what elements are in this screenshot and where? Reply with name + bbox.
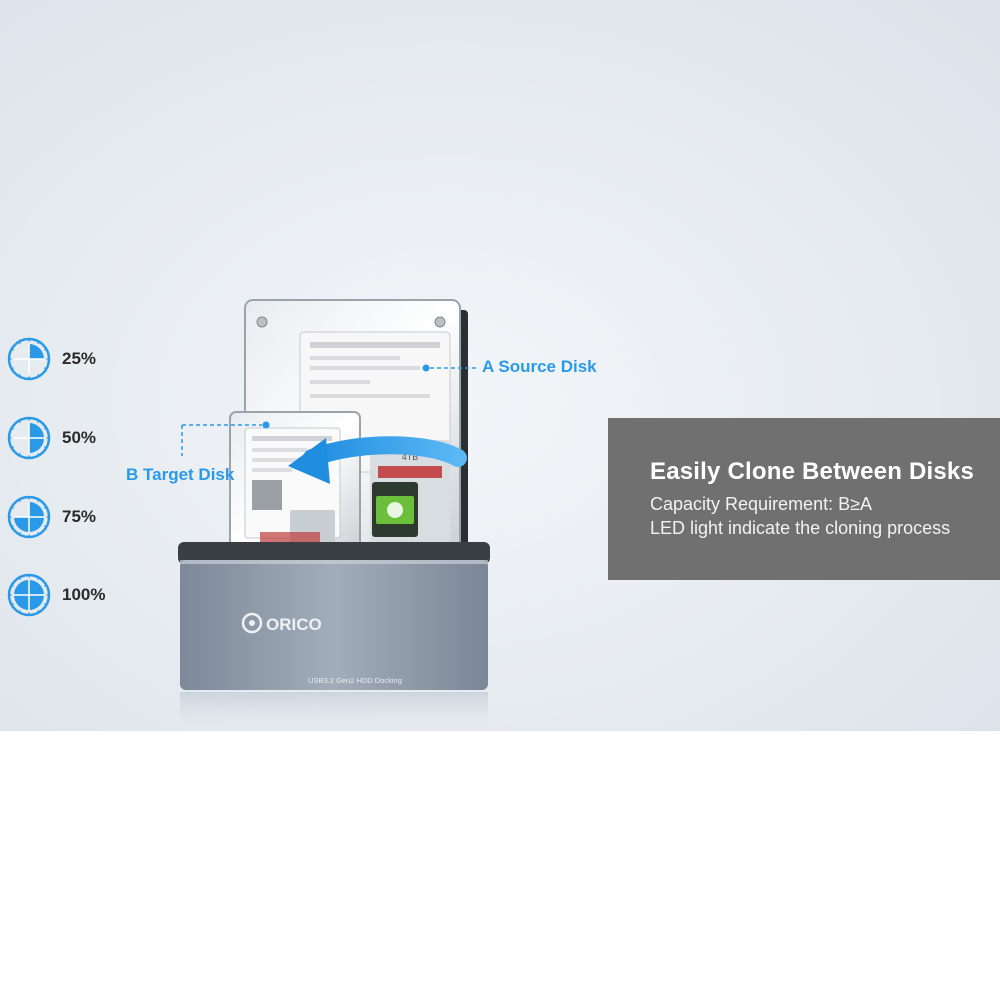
clock-progress-icon: [7, 495, 51, 539]
dock-model: USB3.2 Gen2 HDD Docking: [308, 676, 402, 685]
progress-item-50: 50%: [6, 414, 166, 462]
dock-body: ORICO USB3.2 Gen2 HDD Docking: [178, 542, 490, 730]
arrow-left-icon: [288, 436, 467, 484]
target-disk-label: B Target Disk: [126, 465, 235, 484]
info-panel: Easily Clone Between Disks Capacity Requ…: [608, 418, 1000, 580]
progress-item-75: 75%: [6, 493, 166, 541]
dock-reflection: [180, 692, 488, 730]
progress-fill: [29, 344, 44, 359]
info-line-capacity: Capacity Requirement: B≥A: [650, 494, 872, 514]
progress-label: 75%: [62, 507, 97, 526]
dock-brand: ORICO: [266, 615, 322, 634]
hdd-capacity: 4TB: [402, 452, 419, 462]
info-line-led: LED light indicate the cloning process: [650, 518, 951, 538]
source-callout-line: [422, 364, 478, 372]
target-disk: [229, 411, 361, 558]
orico-logo: [241, 612, 263, 634]
progress-label: 100%: [62, 585, 106, 604]
clock-progress-icon: [7, 337, 51, 381]
source-disk-label: A Source Disk: [482, 357, 597, 376]
target-callout-line: [181, 421, 270, 456]
clock-progress-icon: [7, 416, 51, 460]
progress-item-100: 100%: [6, 571, 166, 619]
hdd-docking-illustration: 4TB: [178, 299, 490, 730]
progress-label: 50%: [62, 428, 97, 447]
blank-area: [0, 731, 1000, 1000]
info-title: Easily Clone Between Disks: [650, 458, 974, 485]
product-banner: 25% 50% 75% 100%: [0, 0, 1000, 731]
clock-progress-icon: [7, 573, 51, 617]
progress-item-25: 25%: [6, 335, 166, 383]
progress-label: 25%: [62, 349, 97, 368]
